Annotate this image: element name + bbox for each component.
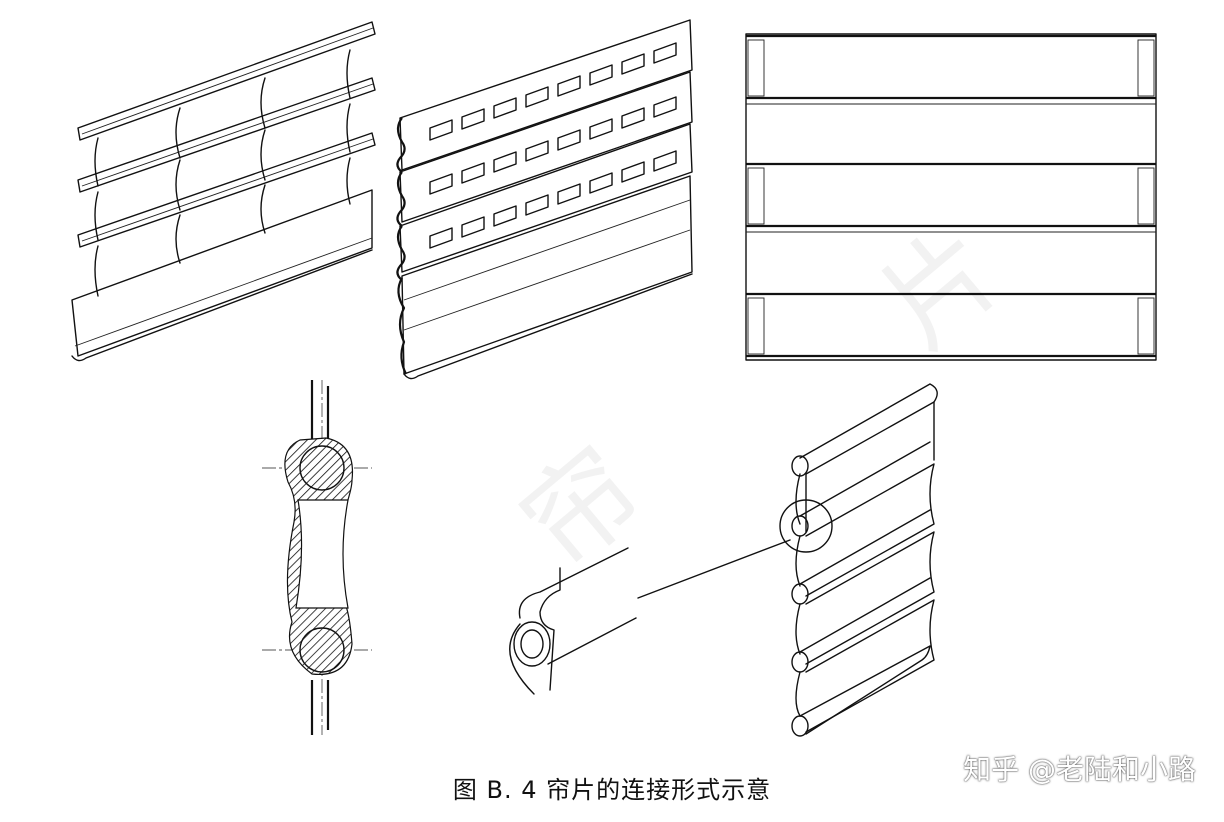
slat-assembly-perforated bbox=[396, 19, 693, 380]
slat-assembly-isometric bbox=[779, 383, 938, 737]
slat-assembly-flat bbox=[745, 33, 1157, 361]
joint-cross-section bbox=[262, 380, 372, 735]
slat-assembly-ribbed bbox=[71, 21, 376, 362]
joint-detail-enlarged bbox=[509, 539, 791, 695]
figure-caption: 图 B. 4 帘片的连接形式示意 bbox=[452, 776, 772, 804]
zhihu-watermark: 知乎 @老陆和小路 bbox=[963, 753, 1196, 786]
